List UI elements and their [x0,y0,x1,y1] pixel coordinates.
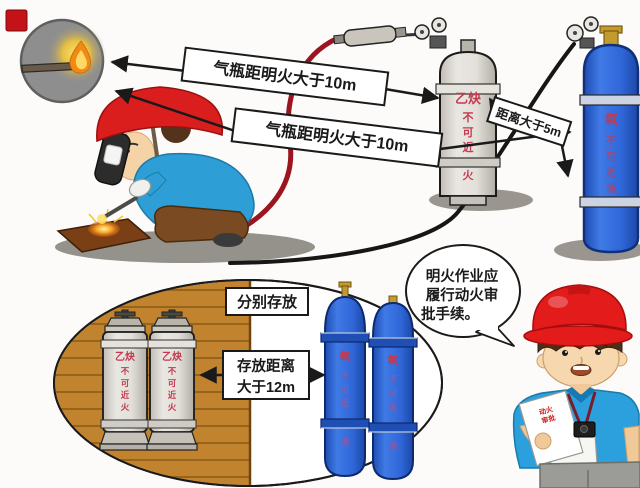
svg-text:不: 不 [341,370,350,380]
acetylene-label: 乙炔 [455,91,481,106]
speech-bubble: 明火作业应 履行动火审 批手续。 [405,244,521,347]
red-corner-marker [5,9,28,32]
supervisor-pants [539,461,640,488]
svg-text:乙炔: 乙炔 [115,350,135,363]
label-storage-distance-12m: 存放距离 大于12m [199,350,326,400]
svg-text:火: 火 [463,169,475,182]
svg-text:近: 近 [168,390,177,400]
svg-text:可: 可 [463,126,474,139]
svg-text:近: 近 [121,390,130,400]
svg-text:近: 近 [389,402,398,412]
weld-glow [88,221,120,237]
svg-text:火: 火 [168,402,177,412]
svg-text:不: 不 [389,374,398,384]
svg-text:火: 火 [121,402,130,412]
welding-torch [104,196,138,218]
svg-text:油: 油 [389,440,398,450]
open-flame-icon [19,18,106,104]
lanyard [566,391,597,425]
hardhat-brim [523,325,633,347]
svg-text:近: 近 [463,140,474,154]
welder-pants [154,205,249,243]
welder-boot [213,233,243,247]
svg-text:近: 近 [606,166,616,179]
torch-handle [333,25,407,47]
svg-text:不: 不 [121,366,130,376]
svg-text:可: 可 [389,388,398,398]
svg-text:乙炔: 乙炔 [162,350,182,363]
svg-text:履行动火审: 履行动火审 [426,286,499,304]
svg-text:不: 不 [606,135,616,147]
supervisor-hardhat [532,284,627,332]
oxygen-cylinder: 氧 不 可 近 油 [566,16,640,254]
svg-text:油: 油 [606,182,616,195]
svg-text:氧: 氧 [387,353,399,367]
supervisor-hand [534,432,552,450]
svg-text:批手续。: 批手续。 [421,305,479,323]
svg-text:分别存放: 分别存放 [237,293,298,311]
svg-text:近: 近 [341,398,350,408]
svg-text:不: 不 [168,366,177,376]
svg-text:不: 不 [463,111,474,124]
svg-text:可: 可 [606,151,616,163]
stored-acetylene-cylinder-2: 乙炔 不 可 近 火 [146,309,198,451]
black-oxygen-hose [228,42,576,265]
stored-oxygen-cylinder-1: 氧 不 可 近 油 [320,281,370,478]
welder-figure [56,86,255,253]
supervisor-figure: 动火 审批 [512,284,640,488]
label-store-separately: 分别存放 [225,287,309,316]
svg-text:存放距离: 存放距离 [237,357,295,375]
svg-text:氧: 氧 [339,349,351,363]
svg-text:可: 可 [341,384,350,394]
oxygen-label: 氧 [603,112,617,127]
shirt-collar [566,387,596,403]
stored-oxygen-cylinder-2: 氧 不 可 近 油 [368,295,418,481]
storage-area: 乙炔 不 可 近 火 乙炔 不 可 近 火 [53,279,443,487]
welder-glove [128,178,152,198]
svg-text:大于12m: 大于12m [237,378,295,396]
acetylene-cylinder: 乙炔 不 可 近 火 [333,17,501,206]
svg-text:油: 油 [341,436,350,446]
stored-acetylene-cylinder-1: 乙炔 不 可 近 火 [99,309,151,451]
permit-paper: 动火 审批 [518,390,584,467]
svg-text:明火作业应: 明火作业应 [426,267,499,285]
svg-text:可: 可 [121,378,130,388]
svg-text:可: 可 [168,378,177,388]
